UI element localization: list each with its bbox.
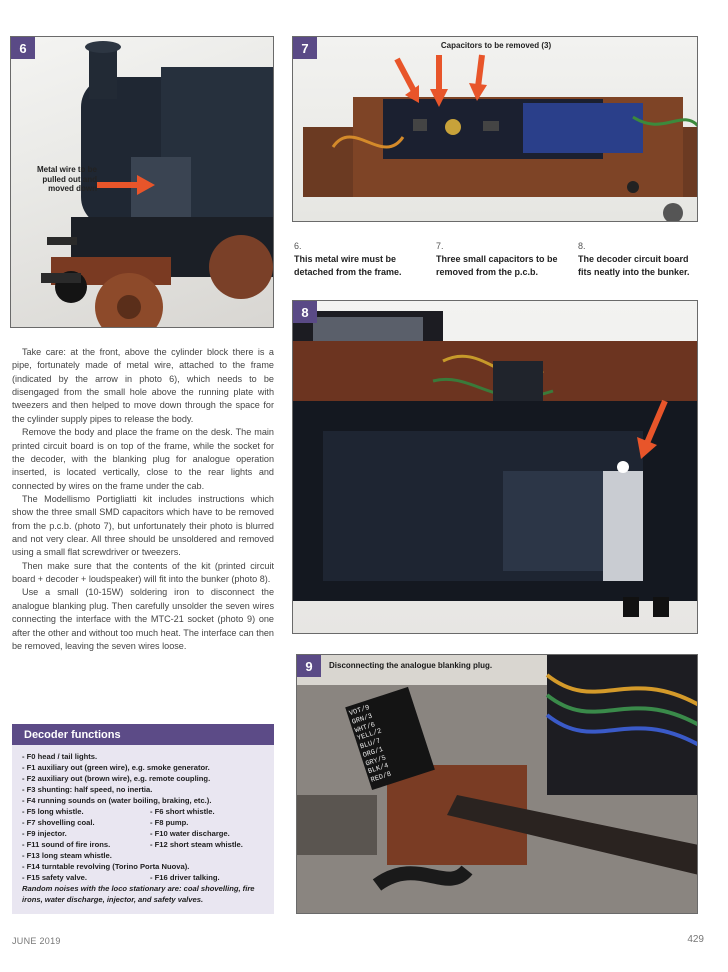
- photo-number: 8: [293, 301, 317, 323]
- photo-6: 6 Metal wire to be pulled out and moved …: [10, 36, 274, 328]
- arrow-icon: [430, 55, 448, 107]
- function-row: - F4 running sounds on (water boiling, b…: [22, 795, 266, 806]
- box-body: - F0 head / tail lights. - F1 auxiliary o…: [12, 745, 274, 905]
- function-entry: - F2 auxiliary out (brown wire), e.g. re…: [22, 774, 211, 783]
- function-entry: - F10 water discharge.: [150, 829, 230, 838]
- function-row: - F13 long steam whistle.: [22, 850, 266, 861]
- caption-8: 8. The decoder circuit board fits neatly…: [578, 241, 690, 278]
- function-entry: - F6 short whistle.: [150, 807, 215, 816]
- function-row: - F15 safety valve. - F16 driver talking.: [22, 872, 266, 883]
- function-entry: - F5 long whistle.: [22, 807, 84, 816]
- box-title: Decoder functions: [12, 724, 274, 745]
- photo-number: 6: [11, 37, 35, 59]
- function-entry: - F3 shunting: half speed, no inertia.: [22, 785, 153, 794]
- photo-6-label: Metal wire to be pulled out and moved do…: [36, 165, 97, 194]
- photo-7: 7 Capacitors to be removed (3): [292, 36, 698, 222]
- function-entry: - F1 auxiliary out (green wire), e.g. sm…: [22, 763, 210, 772]
- paragraph: Remove the body and place the frame on t…: [12, 427, 274, 491]
- function-row: - F5 long whistle. - F6 short whistle.: [22, 806, 266, 817]
- photo-9-label: Disconnecting the analogue blanking plug…: [329, 661, 493, 670]
- paragraph: The Modellismo Portigliatti kit includes…: [12, 493, 274, 558]
- decoder-bunker-illustration: [293, 311, 697, 617]
- arrow-icon: [637, 399, 668, 459]
- function-row: - F7 shovelling coal. - F8 pump.: [22, 817, 266, 828]
- soldering-illustration: [297, 655, 697, 913]
- function-entry: - F15 safety valve.: [22, 873, 88, 882]
- caption-7: 7. Three small capacitors to be removed …: [436, 241, 558, 278]
- locomotive-front-illustration: [41, 41, 273, 327]
- function-row: - F9 injector. - F10 water discharge.: [22, 828, 266, 839]
- function-row: - F2 auxiliary out (brown wire), e.g. re…: [22, 773, 266, 784]
- arrow-icon: [469, 54, 487, 101]
- article-body: Take care: at the front, above the cylin…: [12, 346, 274, 653]
- photo-7-label: Capacitors to be removed (3): [440, 41, 552, 50]
- paragraph: Then make sure that the contents of the …: [12, 560, 274, 585]
- photo-8: 8: [292, 300, 698, 634]
- function-row: - F0 head / tail lights.: [22, 751, 266, 762]
- paragraph: Take care: at the front, above the cylin…: [12, 347, 274, 424]
- arrow-icon: [394, 57, 419, 103]
- function-entry: - F12 short steam whistle.: [150, 840, 243, 849]
- function-entry: - F7 shovelling coal.: [22, 818, 95, 827]
- function-row: - F11 sound of fire irons. - F12 short st…: [22, 839, 266, 850]
- circuit-board-illustration: [303, 97, 697, 221]
- function-entry: - F9 injector.: [22, 829, 67, 838]
- function-entry: - F14 turntable revolving (Torino Porta …: [22, 862, 190, 871]
- arrow-icon: [97, 175, 155, 195]
- function-row: - F3 shunting: half speed, no inertia.: [22, 784, 266, 795]
- page-number: 429: [687, 934, 704, 945]
- function-note: Random noises with the loco stationary a…: [22, 884, 255, 904]
- function-entry: - F0 head / tail lights.: [22, 752, 98, 761]
- decoder-functions-box: Decoder functions - F0 head / tail light…: [12, 724, 274, 914]
- issue-date: JUNE 2019: [12, 936, 61, 946]
- photo-9: 9 Disconnecting the analogue blanking pl…: [296, 654, 698, 914]
- function-row: - F1 auxiliary out (green wire), e.g. sm…: [22, 762, 266, 773]
- function-row: - F14 turntable revolving (Torino Porta …: [22, 861, 266, 872]
- function-entry: - F4 running sounds on (water boiling, b…: [22, 796, 212, 805]
- function-entry: - F13 long steam whistle.: [22, 851, 112, 860]
- photo-number: 7: [293, 37, 317, 59]
- photo-number: 9: [297, 655, 321, 677]
- function-entry: - F8 pump.: [150, 818, 189, 827]
- function-entry: - F11 sound of fire irons.: [22, 840, 111, 849]
- paragraph: Use a small (10-15W) soldering iron to d…: [12, 587, 274, 651]
- function-entry: - F16 driver talking.: [150, 873, 220, 882]
- caption-6: 6. This metal wire must be detached from…: [294, 241, 402, 278]
